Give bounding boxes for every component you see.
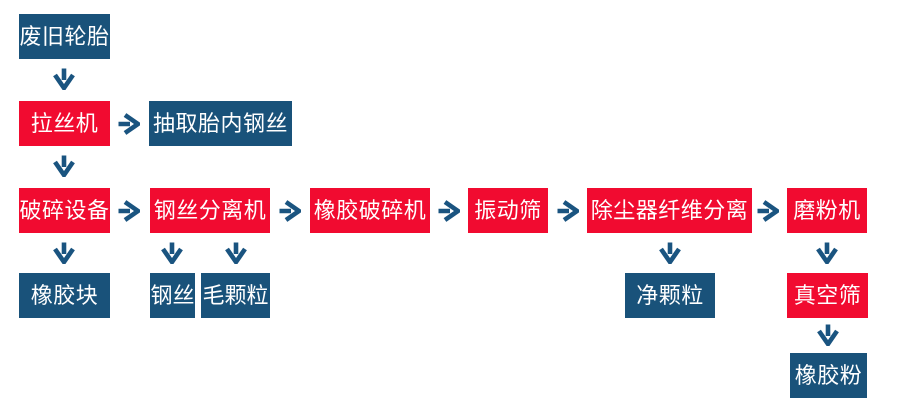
node-rubber-powder: 橡胶粉 (790, 353, 867, 398)
node-vacuum-screen: 真空筛 (787, 273, 868, 318)
arrow-down-icon (53, 68, 75, 90)
arrow-right-icon (438, 200, 460, 222)
arrow-right-icon (279, 200, 301, 222)
arrow-down-icon (53, 155, 75, 177)
arrow-right-icon (118, 200, 140, 222)
node-steel-wire: 钢丝 (150, 273, 195, 318)
node-rough-granules: 毛颗粒 (201, 273, 270, 318)
arrow-right-icon (118, 113, 140, 135)
arrow-down-icon (225, 242, 247, 264)
arrow-down-icon (659, 242, 681, 264)
arrow-down-icon (53, 242, 75, 264)
node-grinding-machine: 磨粉机 (787, 188, 867, 233)
node-rubber-block: 橡胶块 (19, 273, 110, 318)
arrow-right-icon (757, 200, 779, 222)
node-waste-tires: 废旧轮胎 (19, 14, 110, 59)
node-dust-collector-fiber-separation: 除尘器纤维分离 (587, 188, 752, 233)
node-extract-tire-steel-wire: 抽取胎内钢丝 (149, 101, 292, 146)
node-steel-wire-separator: 钢丝分离机 (150, 188, 270, 233)
arrow-right-icon (557, 200, 579, 222)
node-rubber-crusher: 橡胶破碎机 (310, 188, 430, 233)
node-vibrating-screen: 振动筛 (468, 188, 548, 233)
node-crushing-equipment: 破碎设备 (19, 188, 110, 233)
arrow-down-icon (161, 242, 183, 264)
arrow-down-icon (817, 324, 839, 346)
arrow-down-icon (816, 242, 838, 264)
node-clean-granules: 净颗粒 (625, 273, 715, 318)
node-wire-drawing-machine: 拉丝机 (19, 101, 110, 146)
